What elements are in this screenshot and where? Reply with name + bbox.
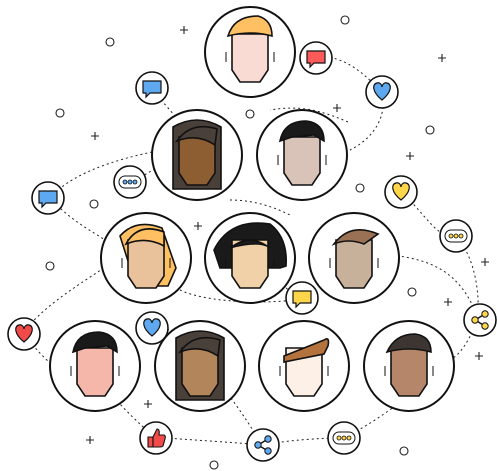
share-icon	[247, 429, 279, 461]
chat-icon	[286, 282, 318, 314]
dots-icon	[114, 166, 146, 198]
avatar-black-bob	[205, 213, 295, 303]
avatar-black-hair	[257, 110, 347, 200]
avatar-brown-side	[309, 213, 399, 303]
dots-icon	[440, 220, 472, 252]
avatar-dark-short	[364, 321, 454, 411]
heart-icon	[136, 312, 168, 344]
avatar-blonde-left	[101, 213, 191, 303]
chat-icon	[300, 42, 332, 74]
share-icon	[464, 304, 496, 336]
avatar-black-pink	[50, 321, 140, 411]
chat-icon	[136, 72, 168, 104]
avatar-brown-hair	[152, 110, 242, 200]
chat-icon	[32, 182, 64, 214]
avatar-brown-fringe	[259, 321, 349, 411]
like-icon	[140, 422, 172, 454]
heart-icon	[385, 176, 417, 208]
avatar-blonde-top	[205, 7, 295, 97]
heart-icon	[8, 318, 40, 350]
heart-icon	[366, 76, 398, 108]
avatar-long-brown	[155, 321, 245, 411]
dots-icon	[328, 422, 360, 454]
